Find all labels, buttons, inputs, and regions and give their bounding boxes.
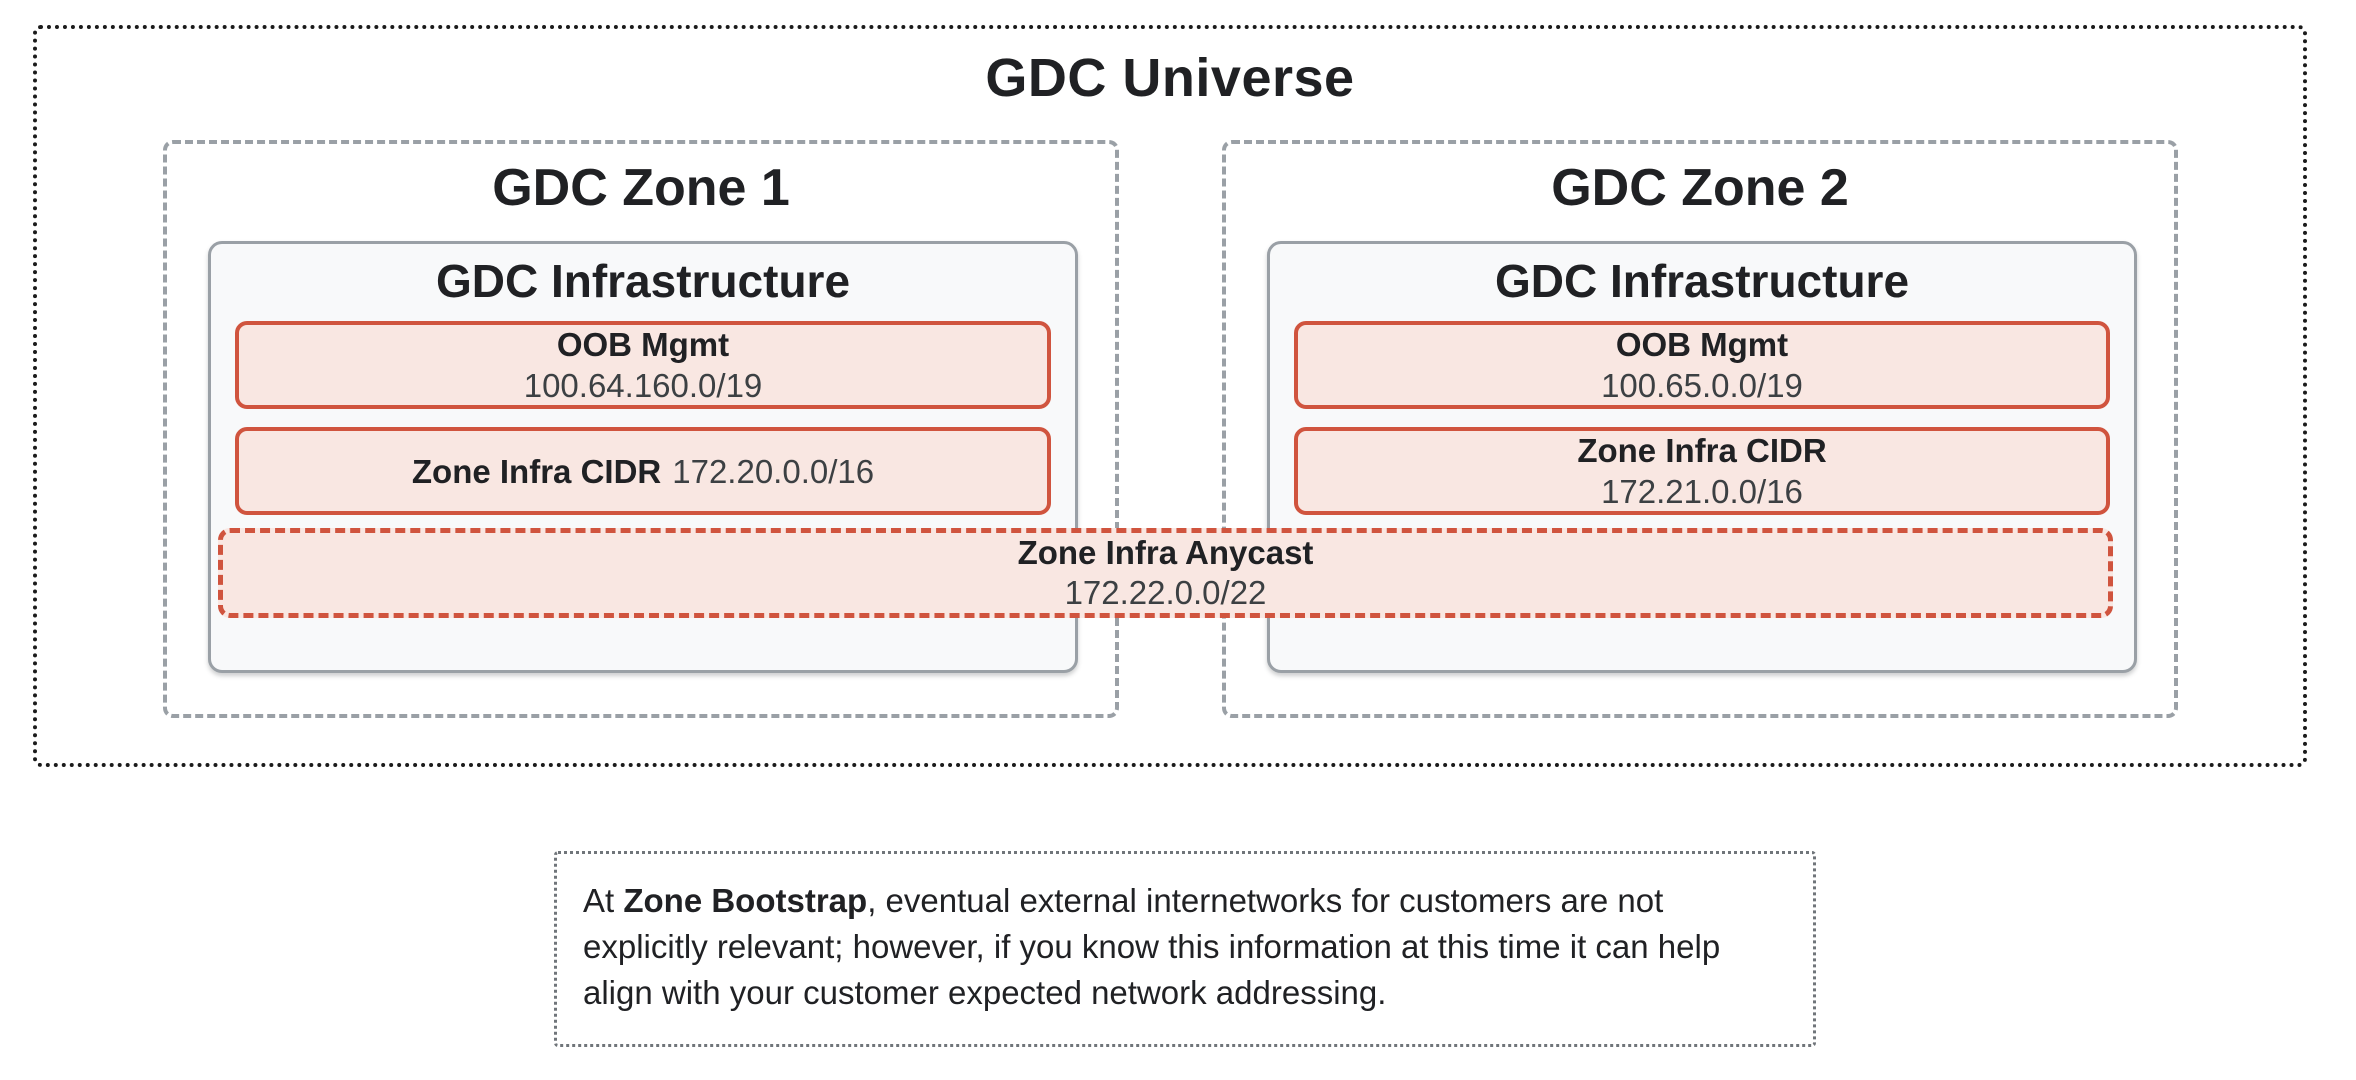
zone-1-infrastructure-title: GDC Infrastructure [435, 255, 851, 307]
zone-1-infra-cidr-value: 172.20.0.0/16 [672, 452, 875, 490]
zone-infra-anycast-label: Zone Infra Anycast [1017, 534, 1314, 571]
zone-1-oob-mgmt-cidr: 100.64.160.0/19 [523, 367, 763, 404]
gdc-universe-box: GDC Universe GDC Zone 1 GDC Infrastructu… [33, 25, 2307, 767]
zone-2-infra-cidr-value: 172.21.0.0/16 [1601, 473, 1803, 510]
zone-2-oob-mgmt-label: OOB Mgmt [1615, 326, 1789, 363]
note-text-bold: Zone Bootstrap [623, 882, 868, 919]
note-text-rest: , eventual external internetworks for cu… [583, 882, 1721, 1011]
zone-infra-anycast-box: Zone Infra Anycast 172.22.0.0/22 [218, 528, 2113, 618]
zone-1-title: GDC Zone 1 [492, 159, 790, 217]
gdc-zone-1-box: GDC Zone 1 GDC Infrastructure OOB Mgmt 1… [163, 140, 1119, 718]
zone-1-infra-cidr-label: Zone Infra CIDR [411, 452, 662, 490]
universe-title: GDC Universe [985, 48, 1355, 108]
zone-2-infra-cidr-box: Zone Infra CIDR 172.21.0.0/16 [1294, 427, 2110, 515]
zone-1-oob-mgmt-label: OOB Mgmt [556, 326, 730, 363]
zone-infra-anycast-cidr: 172.22.0.0/22 [1064, 574, 1267, 611]
note-box: At Zone Bootstrap, eventual external int… [554, 851, 1816, 1047]
zone-2-oob-mgmt-box: OOB Mgmt 100.65.0.0/19 [1294, 321, 2110, 409]
gdc-zone-2-box: GDC Zone 2 GDC Infrastructure OOB Mgmt 1… [1222, 140, 2178, 718]
zone-2-oob-mgmt-cidr: 100.65.0.0/19 [1601, 367, 1803, 404]
zone-1-infra-cidr-box: Zone Infra CIDR 172.20.0.0/16 [235, 427, 1051, 515]
zone-2-infrastructure-title: GDC Infrastructure [1494, 255, 1910, 307]
zone-1-oob-mgmt-box: OOB Mgmt 100.64.160.0/19 [235, 321, 1051, 409]
note-text-prefix: At [583, 882, 624, 919]
zone-2-title: GDC Zone 2 [1551, 159, 1849, 217]
zone-2-infra-cidr-label: Zone Infra CIDR [1577, 432, 1827, 469]
